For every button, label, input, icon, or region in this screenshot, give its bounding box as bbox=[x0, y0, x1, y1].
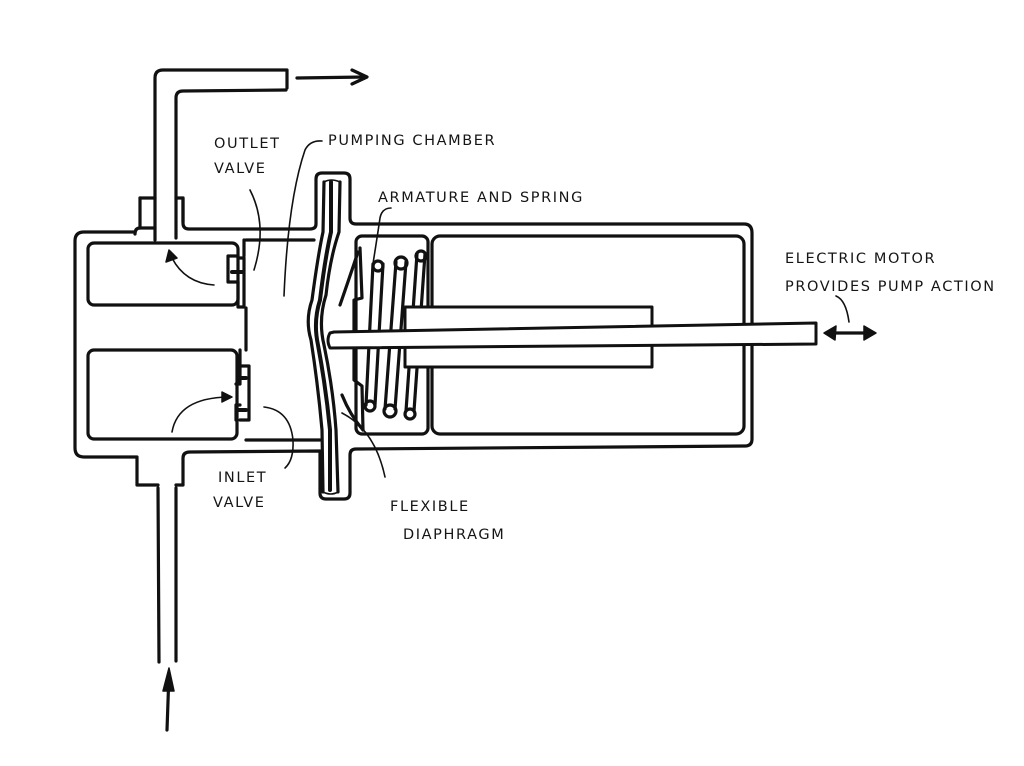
pumping-chamber-leader bbox=[283, 140, 323, 297]
label-diaphragm-line1: FLEXIBLE bbox=[390, 499, 470, 515]
inlet-pipe bbox=[156, 486, 178, 664]
inlet-valve bbox=[234, 348, 251, 422]
label-inlet-line2: VALVE bbox=[213, 495, 265, 511]
inlet-flow-arrow bbox=[162, 667, 175, 732]
outlet-valve bbox=[226, 254, 246, 309]
outlet-cavity bbox=[86, 241, 240, 307]
label-motor-line2: PROVIDES PUMP ACTION bbox=[785, 279, 996, 295]
inlet-cavity bbox=[86, 348, 239, 441]
label-armature-spring: ARMATURE AND SPRING bbox=[378, 190, 584, 206]
label-pumping-chamber: PUMPING CHAMBER bbox=[328, 133, 496, 149]
push-rod bbox=[326, 321, 818, 350]
armature-leader bbox=[371, 207, 392, 271]
flexible-diaphragm bbox=[306, 179, 342, 495]
inlet-valve-leader bbox=[263, 406, 294, 469]
label-diaphragm-line2: DIAPHRAGM bbox=[403, 527, 505, 543]
outlet-flow-curve bbox=[165, 249, 215, 286]
label-outlet-line2: VALVE bbox=[214, 161, 266, 177]
motor-leader bbox=[835, 295, 850, 323]
motor-action-arrow bbox=[823, 325, 877, 341]
label-outlet-line1: OUTLET bbox=[214, 136, 281, 152]
outlet-pipe bbox=[153, 68, 289, 242]
diaphragm-leader bbox=[341, 412, 386, 478]
label-inlet-line1: INLET bbox=[218, 470, 267, 486]
valve-body-housing bbox=[73, 171, 754, 501]
outlet-flow-arrow bbox=[295, 68, 369, 86]
outlet-valve-leader bbox=[249, 189, 261, 271]
inlet-flow-curve bbox=[171, 391, 233, 433]
label-motor-line1: ELECTRIC MOTOR bbox=[785, 251, 936, 267]
